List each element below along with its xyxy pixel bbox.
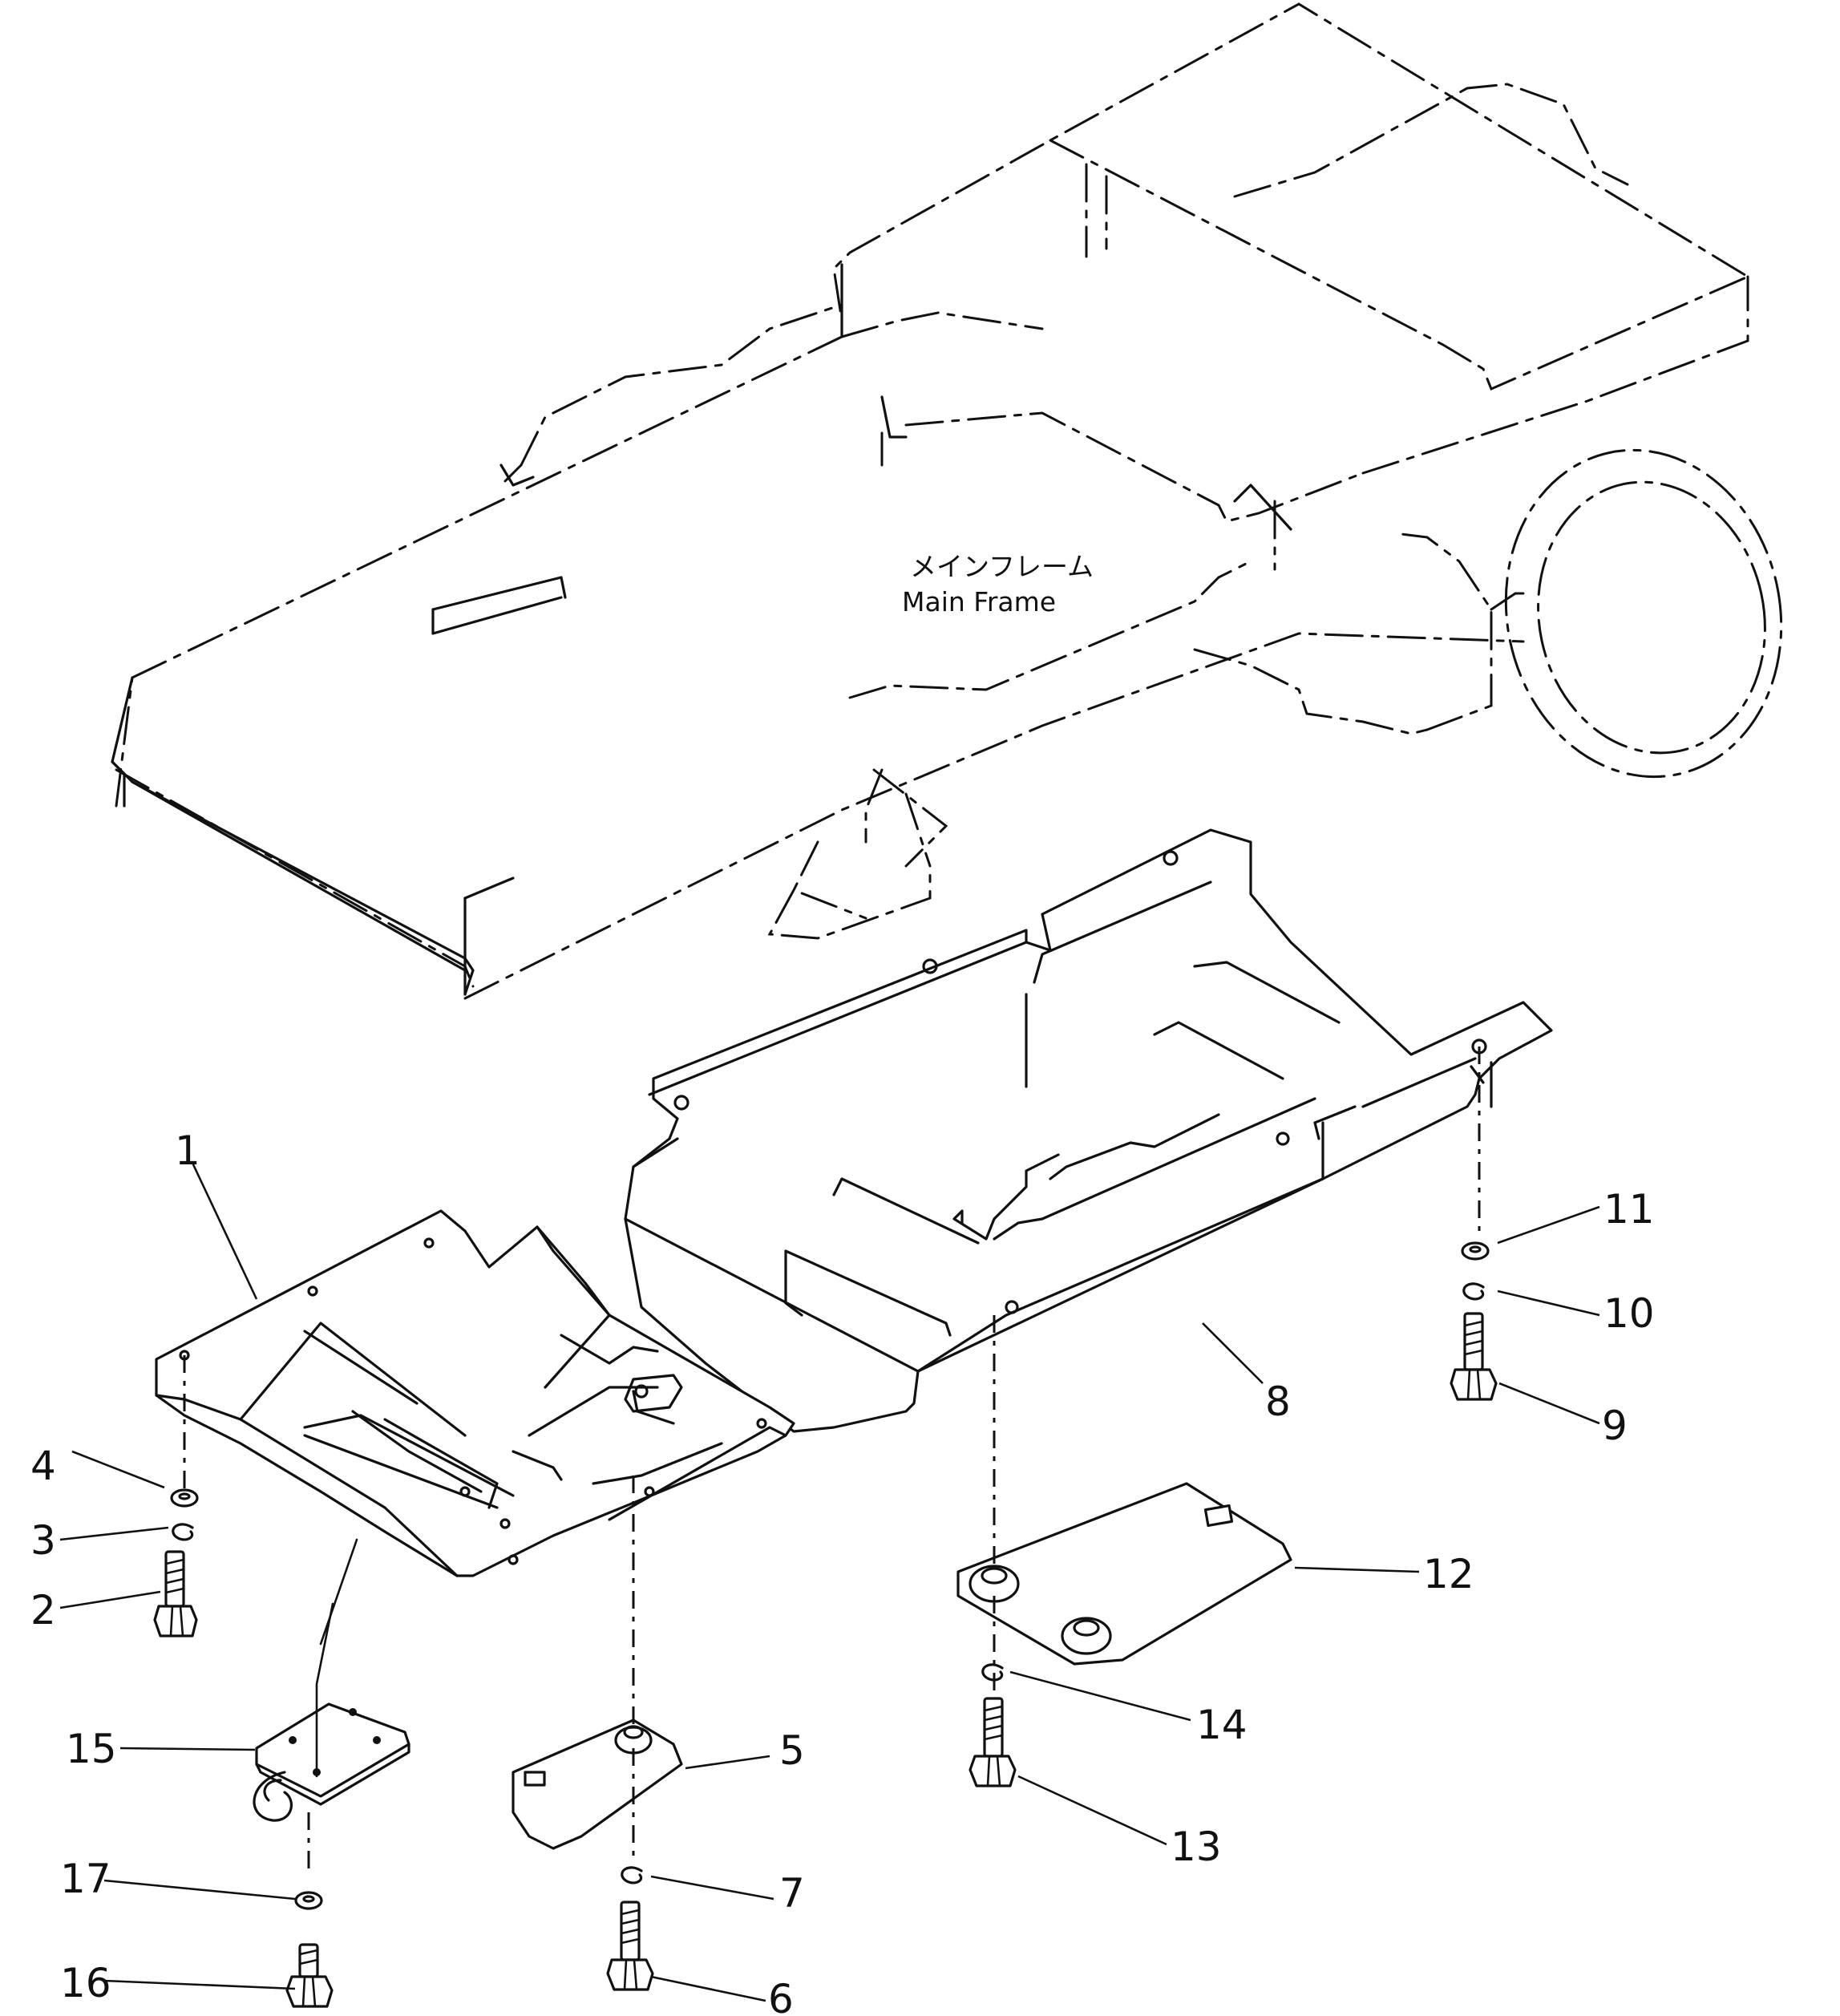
bolt-6 <box>606 1901 654 1991</box>
callout-5: 5 <box>779 1727 805 1774</box>
callout-17: 17 <box>60 1856 111 1902</box>
main-frame-deck <box>111 263 1292 996</box>
leader-lines <box>59 1162 1600 2002</box>
callout-15: 15 <box>66 1726 117 1772</box>
callout-2: 2 <box>30 1587 56 1633</box>
main-frame-outline <box>115 2 1783 1000</box>
cover-part-5 <box>512 1718 683 1850</box>
bolt-2 <box>153 1550 198 1637</box>
cover-part-8 <box>624 828 1553 1433</box>
main-frame-label: メインフレーム Main Frame <box>902 551 1094 617</box>
bolt-16 <box>285 1943 334 2008</box>
callout-6: 6 <box>768 1976 794 2016</box>
callout-13: 13 <box>1171 1824 1222 1870</box>
callout-numbers: 1 2 3 4 5 6 7 8 9 10 11 12 13 14 15 16 1… <box>30 1127 1655 2016</box>
callout-12: 12 <box>1423 1551 1474 1597</box>
hook-plate-part-15 <box>253 1538 410 1822</box>
callout-8: 8 <box>1265 1378 1291 1425</box>
fasteners <box>153 1046 1498 2008</box>
callout-16: 16 <box>60 1960 111 2006</box>
callout-14: 14 <box>1196 1702 1248 1748</box>
callout-10: 10 <box>1603 1290 1655 1337</box>
callout-4: 4 <box>30 1443 56 1489</box>
main-frame-label-english: Main Frame <box>902 586 1056 617</box>
callout-3: 3 <box>30 1517 56 1564</box>
cover-part-12 <box>956 1482 1292 1666</box>
callout-9: 9 <box>1602 1403 1628 1449</box>
bolt-13 <box>969 1697 1017 1787</box>
callout-11: 11 <box>1603 1186 1655 1233</box>
callout-7: 7 <box>779 1870 805 1917</box>
main-frame-label-japanese: メインフレーム <box>910 551 1094 582</box>
callout-1: 1 <box>175 1127 200 1174</box>
bolt-9 <box>1450 1312 1498 1401</box>
